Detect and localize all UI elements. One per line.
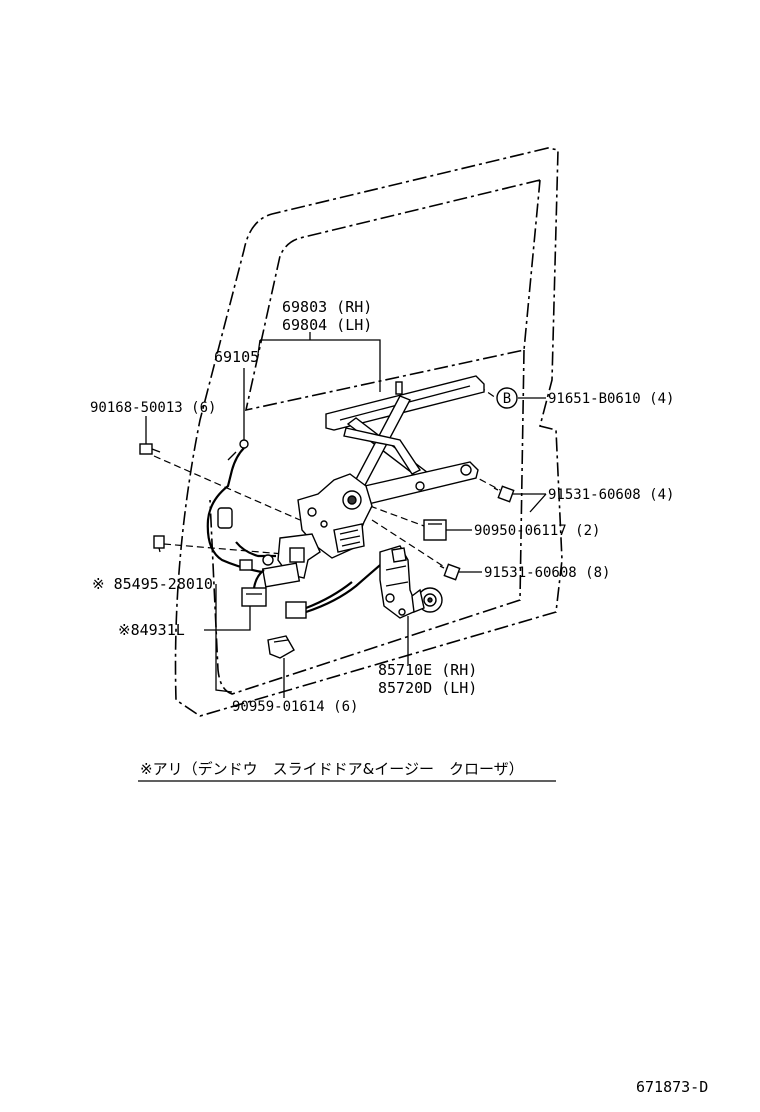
bolt-91531-lower — [439, 563, 461, 581]
bolt-91651: B — [496, 387, 518, 409]
label-bolt-91531-lower: 91531-60608 (8) — [484, 565, 610, 581]
leader-lines — [145, 332, 547, 698]
diagram-id: 671873-D — [636, 1078, 708, 1096]
footnote-text: ※アリ（デンドウ スライドドア&イージー クローザ） — [140, 760, 524, 778]
door-inner-panel — [209, 349, 525, 695]
window-regulator — [261, 375, 485, 588]
label-bolt-91651: 91651-B0610 (4) — [548, 391, 674, 407]
window-frame-outline — [244, 179, 541, 412]
label-cable: 69105 — [214, 348, 259, 366]
label-clip-90950: 90950-06117 (2) — [474, 523, 600, 539]
label-regulator-lh: 69804 (LH) — [282, 316, 372, 334]
clip-90950 — [423, 519, 447, 541]
clamp-part — [267, 635, 295, 659]
bolt-91531-upper — [493, 485, 515, 503]
switch-85495-part — [241, 569, 267, 607]
label-screw-90168: 90168-50013 (6) — [90, 400, 216, 416]
b-marker: B — [503, 391, 511, 407]
regulator-cable — [206, 439, 276, 574]
screw-lower-left — [153, 535, 165, 553]
regulator-motor — [379, 545, 443, 619]
label-motor-rh: 85710E (RH) — [378, 661, 477, 679]
label-regulator-rh: 69803 (RH) — [282, 298, 372, 316]
door-outer-outline — [174, 147, 563, 717]
label-bolt-91531-upper: 91531-60608 (4) — [548, 487, 674, 503]
motor-harness — [285, 559, 387, 619]
label-switch-85495: ※ 85495-28010 — [92, 575, 213, 593]
label-motor-lh: 85720D (LH) — [378, 679, 477, 697]
label-switch-84931: ※84931L — [118, 621, 185, 639]
screw-90168 — [139, 443, 161, 455]
label-clamp-90959: 90959-01614 (6) — [232, 699, 358, 715]
